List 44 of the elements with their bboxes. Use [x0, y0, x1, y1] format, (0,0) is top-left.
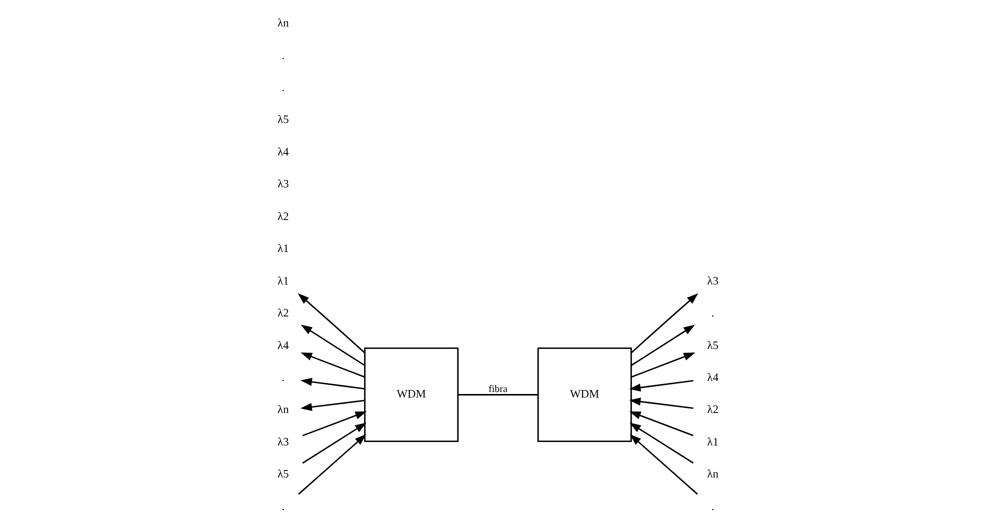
node-text: . — [710, 500, 714, 513]
arrow — [300, 324, 365, 366]
arrow — [300, 352, 364, 378]
arrow — [302, 422, 366, 464]
node-text: λ4 — [277, 340, 288, 352]
arrow — [630, 293, 698, 354]
arrow — [300, 378, 364, 390]
arrow — [302, 411, 366, 436]
node-text: λ2 — [706, 404, 718, 416]
node-text: λ5 — [706, 340, 718, 352]
node-text: λ1 — [706, 436, 718, 448]
node-text: . — [281, 500, 284, 513]
label: λ1 — [277, 243, 288, 256]
node-box: WDM — [536, 347, 632, 442]
label: . — [281, 50, 284, 62]
node-text: . — [710, 308, 714, 320]
label: λ5 — [277, 114, 288, 126]
node-box: WDM — [364, 347, 458, 442]
node-text: . — [281, 372, 284, 384]
label: . — [281, 82, 284, 94]
node-text: λ2 — [277, 308, 288, 320]
node-text: λ4 — [706, 372, 718, 384]
arrow — [628, 411, 693, 436]
arrow — [628, 398, 693, 409]
node-text: λ5 — [277, 468, 288, 481]
arrow — [298, 434, 366, 495]
label: λ3 — [277, 178, 288, 191]
arrow — [630, 352, 695, 378]
connector — [457, 394, 538, 396]
arrow — [628, 422, 694, 464]
label: λ2 — [277, 210, 288, 223]
label: λn — [277, 18, 288, 30]
node-text: λn — [706, 468, 718, 481]
arrow — [300, 400, 364, 411]
arrow — [297, 293, 365, 354]
node-text: λ3 — [277, 436, 288, 448]
arrow — [630, 324, 695, 366]
node-text: λn — [277, 404, 288, 416]
arrow — [629, 434, 698, 495]
arrow — [628, 380, 693, 392]
node-text: λ1 — [277, 275, 288, 288]
node-text: λ3 — [706, 275, 718, 288]
edge-label: fibra — [488, 384, 507, 396]
label: λ4 — [277, 146, 288, 158]
